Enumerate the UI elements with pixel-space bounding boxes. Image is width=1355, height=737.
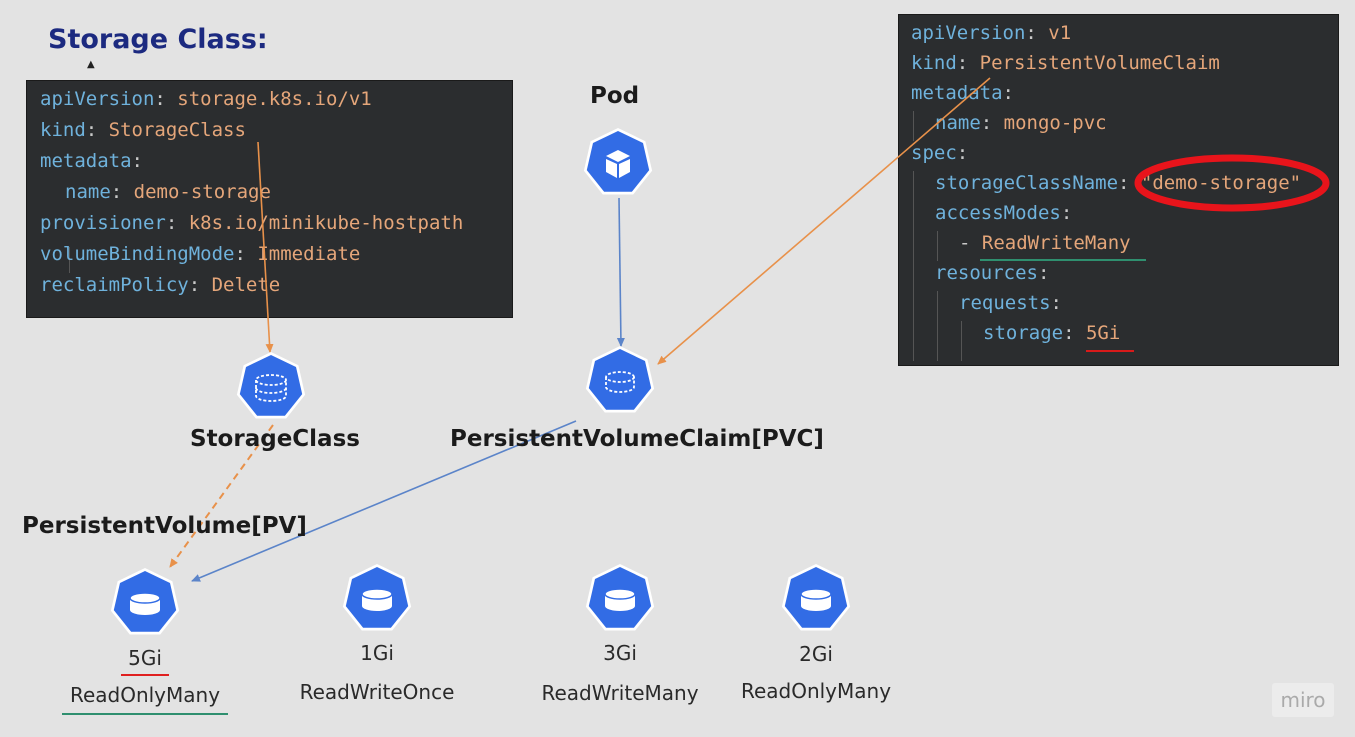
yaml-line: metadata: [40, 150, 143, 172]
pv-mode-label: ReadOnlyMany [69, 683, 221, 707]
pv-mode-label: ReadWriteOnce [299, 680, 455, 704]
pv-size-underline [121, 674, 169, 676]
pv-node-5gi [110, 568, 180, 635]
mouse-cursor-icon: ▲ [87, 59, 95, 70]
miro-watermark: miro [1272, 683, 1334, 717]
pv-label: PersistentVolume[PV] [22, 513, 307, 539]
pod-to-pvc-arrow [616, 197, 625, 347]
pv-size-label: 5Gi [128, 646, 162, 670]
indent-guide [937, 291, 938, 361]
storage-size-underline [1086, 350, 1134, 352]
cube-icon [606, 150, 630, 178]
yaml-line: storage: 5Gi [983, 322, 1121, 344]
yaml-line: volumeBindingMode: Immediate [40, 243, 361, 265]
pv-size-label: 2Gi [799, 642, 833, 666]
disk-icon [129, 592, 161, 615]
storage-class-node [236, 352, 306, 419]
yaml-line: accessModes: [935, 202, 1073, 224]
pod-label: Pod [590, 83, 640, 109]
indent-guide [69, 247, 70, 273]
storage-class-icon [255, 374, 287, 402]
indent-guide [913, 171, 914, 361]
page-title: Storage Class: [48, 24, 268, 55]
yaml-line: apiVersion: v1 [911, 22, 1072, 44]
pv-node-1gi [342, 564, 412, 631]
pod-node [583, 128, 653, 195]
disk-icon [604, 588, 636, 611]
storage-class-name-value: "demo-storage" [1140, 172, 1302, 194]
indent-guide [937, 231, 938, 261]
pvc-yaml-to-pvc-arrow [657, 77, 991, 365]
yaml-line: apiVersion: storage.k8s.io/v1 [40, 88, 372, 110]
pvc-label: PersistentVolumeClaim[PVC] [450, 426, 824, 452]
access-mode-underline [980, 259, 1146, 261]
storageclass-to-pv-dashed-arrow [169, 424, 274, 568]
yaml-line: - ReadWriteMany [959, 232, 1131, 254]
pv-mode-label: ReadWriteMany [541, 681, 699, 705]
indent-guide [913, 111, 914, 141]
yaml-line: kind: StorageClass [40, 119, 246, 141]
pv-size-label: 3Gi [603, 641, 637, 665]
yaml-line: kind: PersistentVolumeClaim [911, 52, 1220, 74]
yaml-line: provisioner: k8s.io/minikube-hostpath [40, 212, 464, 234]
pvc-disk-icon [605, 371, 635, 393]
kind-to-storageclass-arrow [257, 141, 274, 353]
yaml-line: resources: [935, 262, 1050, 284]
pvc-node [585, 346, 655, 413]
yaml-line: name: demo-storage [65, 181, 271, 203]
yaml-line: reclaimPolicy: Delete [40, 274, 281, 296]
pvc-yaml-panel: apiVersion: v1 kind: PersistentVolumeCla… [898, 14, 1339, 366]
pv-size-label: 1Gi [360, 641, 394, 665]
yaml-line: storageClassName: "demo-storage" [935, 172, 1302, 194]
yaml-line: requests: [959, 292, 1062, 314]
pvc-to-pv-arrow [191, 420, 577, 582]
disk-icon [361, 588, 393, 611]
pv-mode-label: ReadOnlyMany [740, 679, 892, 703]
storage-class-yaml-panel: apiVersion: storage.k8s.io/v1 kind: Stor… [26, 80, 513, 318]
yaml-line: name: mongo-pvc [935, 112, 1107, 134]
disk-icon [800, 588, 832, 611]
highlight-circle [1134, 154, 1330, 212]
storage-class-label: StorageClass [190, 426, 360, 452]
pv-node-3gi [585, 564, 655, 631]
yaml-line: spec: [911, 142, 969, 164]
pv-mode-underline [62, 713, 228, 715]
indent-guide [961, 321, 962, 361]
pv-node-2gi [781, 564, 851, 631]
